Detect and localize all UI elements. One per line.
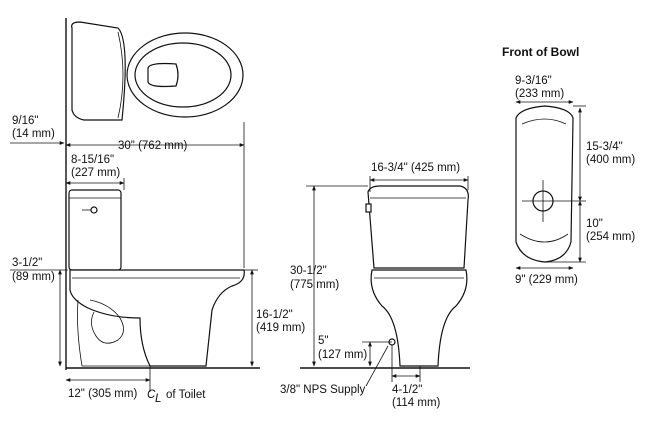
tank-depth-label: 8-15/16" bbox=[71, 154, 114, 166]
overall-depth-label: 30" (762 mm) bbox=[118, 140, 187, 152]
front-view bbox=[300, 176, 470, 387]
side-tank bbox=[68, 189, 122, 271]
centerline-label: of Toilet bbox=[166, 389, 206, 401]
rim-height-mm-label: (419 mm) bbox=[256, 322, 305, 334]
overall-height-label: 30-1/2" bbox=[290, 265, 327, 277]
bowl-base-width-label: 9" (229 mm) bbox=[515, 274, 578, 286]
centerline-symbol: C bbox=[147, 389, 156, 401]
bowl-top-width-mm-label: (233 mm) bbox=[515, 88, 564, 100]
floor-to-tank-mm-label: (89 mm) bbox=[12, 271, 55, 283]
back-offset-mm-label: (14 mm) bbox=[12, 128, 55, 140]
front-of-bowl-title: Front of Bowl bbox=[502, 45, 579, 59]
supply-leader bbox=[365, 345, 389, 387]
bowl-front-view bbox=[515, 100, 586, 270]
overall-height-mm-label: (775 mm) bbox=[290, 279, 339, 291]
front-bowl bbox=[370, 269, 468, 367]
bowl-top-width-label: 9-3/16" bbox=[515, 75, 552, 87]
rim-height-label: 16-1/2" bbox=[256, 309, 293, 321]
rough-in-label: 12" (305 mm) bbox=[68, 388, 137, 400]
bowl-to-center-label: 10" bbox=[586, 218, 603, 230]
bowl-length-label: 15-3/4" bbox=[586, 141, 623, 153]
supply-offset-mm-label: (114 mm) bbox=[392, 397, 441, 409]
side-view bbox=[10, 18, 260, 392]
centerline-symbol-l: L bbox=[155, 393, 161, 405]
bowl-length-mm-label: (400 mm) bbox=[586, 154, 635, 166]
side-bowl bbox=[69, 269, 245, 367]
front-tank bbox=[365, 185, 469, 269]
tank-width-label: 16-3/4" (425 mm) bbox=[371, 162, 460, 174]
floor-to-tank-label: 3-1/2" bbox=[12, 257, 42, 269]
supply-type-label: 3/8" NPS Supply bbox=[280, 384, 366, 396]
supply-height-mm-label: (127 mm) bbox=[318, 349, 367, 361]
supply-height-label: 5" bbox=[318, 335, 328, 347]
bowl-to-center-mm-label: (254 mm) bbox=[586, 231, 635, 243]
top-plan-seat bbox=[71, 21, 244, 121]
tank-depth-mm-label: (227 mm) bbox=[71, 167, 120, 179]
back-offset-label: 9/16" bbox=[12, 115, 38, 127]
supply-offset-label: 4-1/2" bbox=[392, 384, 422, 396]
